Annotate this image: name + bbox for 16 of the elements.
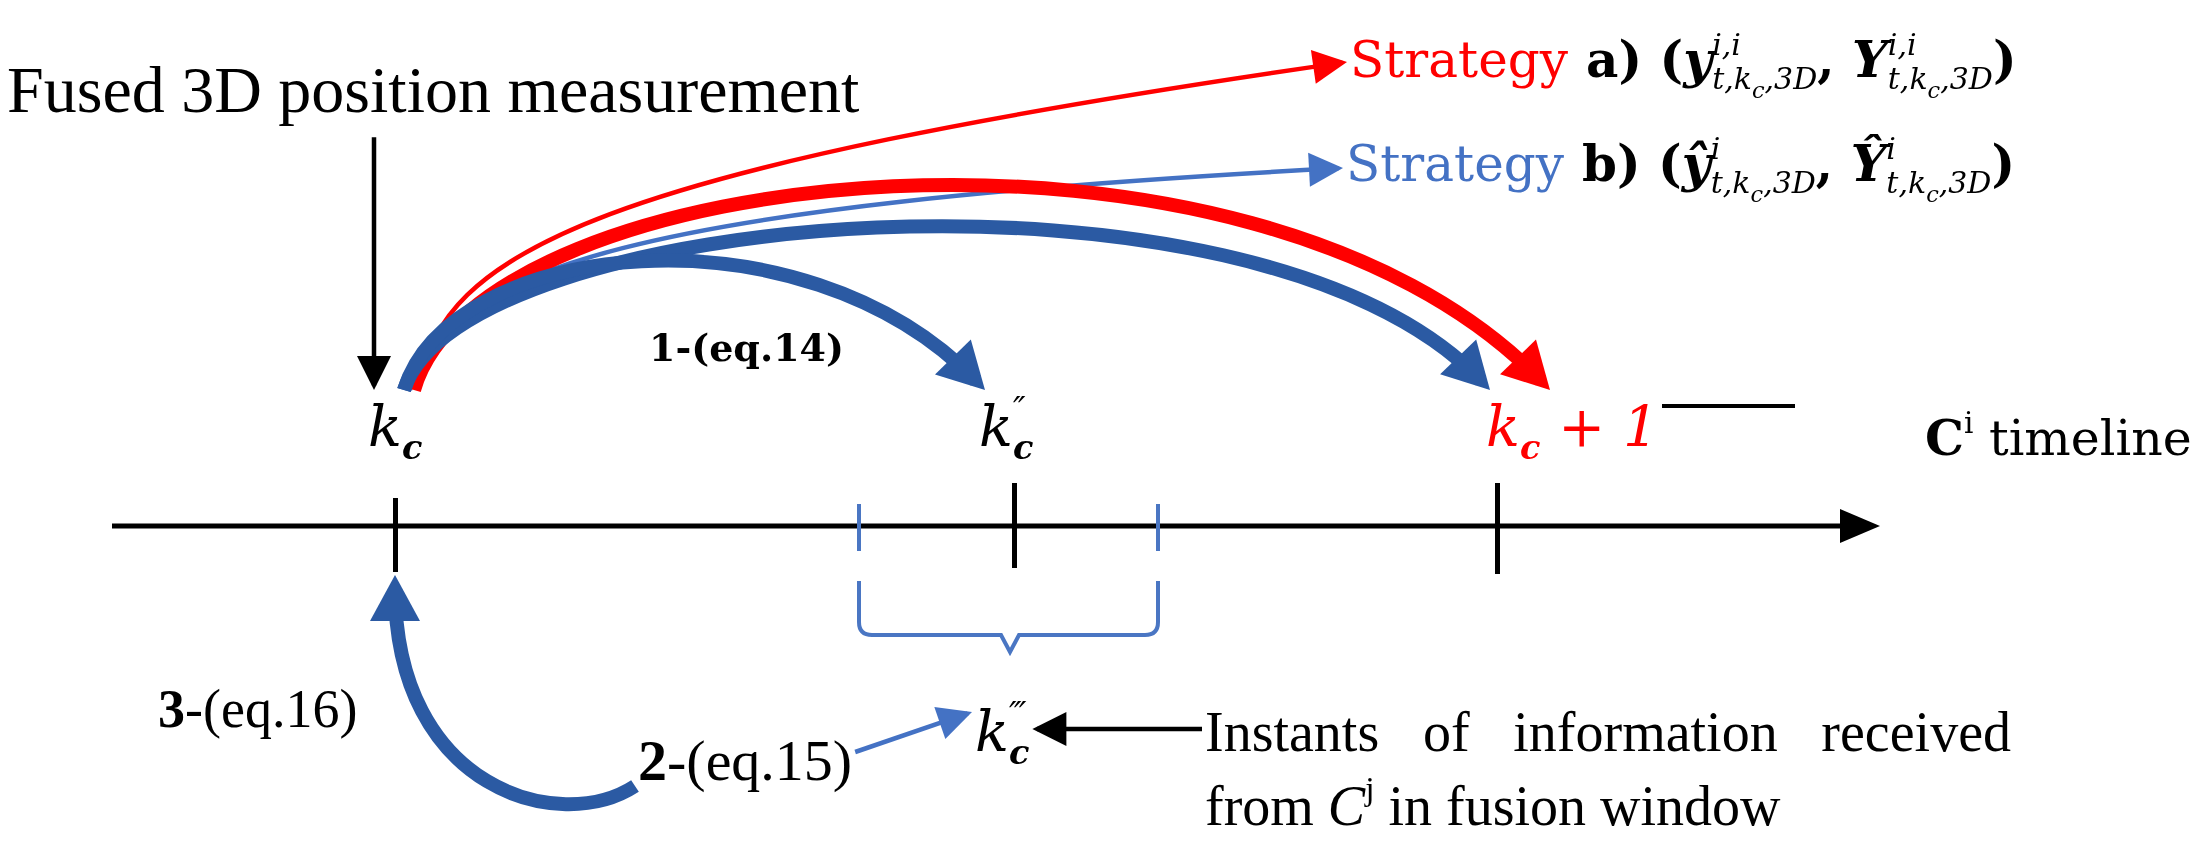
curved-arrow — [397, 254, 986, 394]
legend-label: C$^{i}$ timeline — [1925, 409, 2192, 469]
step-label: 2-(eq.15) — [638, 726, 853, 796]
time-instant-label: k$_{c}$ — [368, 393, 423, 461]
annotation-text: Instants of information received from C$^{j}$ in fusion window — [1205, 695, 2011, 843]
arrow — [1032, 712, 1202, 746]
strategy-label: Strategy — [1346, 134, 1564, 194]
arrow — [854, 706, 972, 755]
tick-mark — [1012, 483, 1017, 568]
arrow — [357, 137, 391, 390]
tick-mark — [1495, 483, 1500, 574]
tick-mark — [393, 498, 398, 572]
time-instant-label: k$_{c}$ + 1 — [1486, 393, 1659, 461]
strategy-label: Strategy — [1350, 30, 1568, 90]
curved-arrow — [372, 575, 639, 812]
annotation-label: Fused 3D position measurement — [7, 50, 860, 130]
